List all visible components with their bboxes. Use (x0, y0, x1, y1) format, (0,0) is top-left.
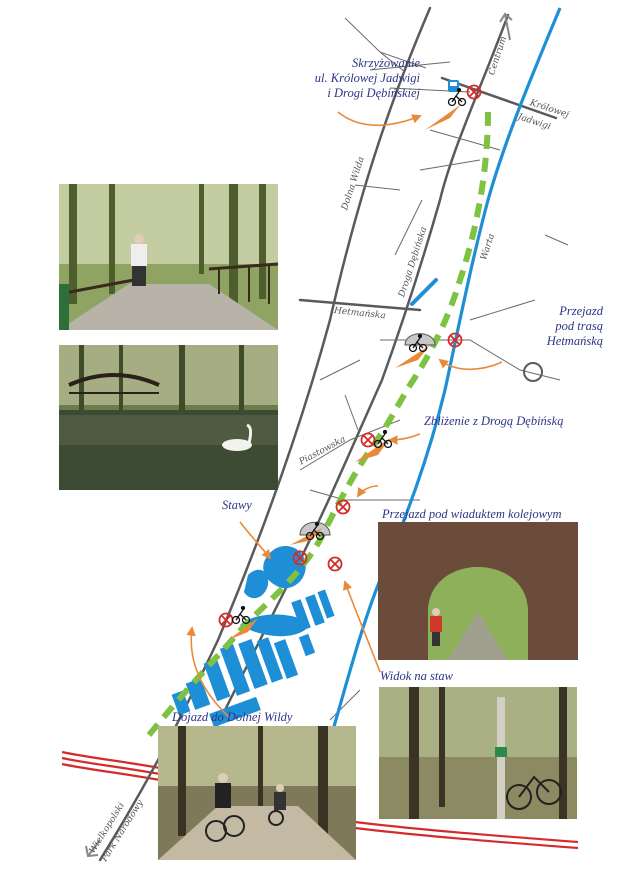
photo-pond-view-bikes (379, 687, 577, 819)
annotation-line: Hetmańską (546, 334, 603, 348)
no-cycling-icon (218, 84, 482, 628)
bus-stop-icon (448, 80, 459, 92)
annotation-ponds: Stawy (222, 498, 252, 512)
photo-forest-path-cyclists (158, 726, 356, 860)
annotation-rail-viaduct: Przejazd pod wiaduktem kolejowym (382, 507, 562, 521)
annotation-access-dolna-wilda: Dojazd do Dolnej Wildy (172, 710, 293, 724)
swan-figure (222, 423, 253, 451)
warta-river (328, 7, 562, 741)
railway-line (61, 750, 579, 850)
annotation-line: pod trasą (555, 319, 603, 333)
pond-stream (410, 278, 438, 306)
bike-route (142, 111, 491, 742)
annotation-underpass-hetmanska: Przejazd pod trasą Hetmańską (503, 304, 603, 349)
ponds-area (171, 545, 335, 728)
annotation-crossing: Skrzyżowanie ul. Królowej Jadwigi i Drog… (250, 56, 420, 101)
cyclist-figure (205, 773, 245, 842)
direction-end-arrow (85, 12, 513, 858)
pointer-arrow (186, 111, 503, 719)
photo-bridge-cyclist (59, 184, 278, 330)
annotation-line: Przejazd (559, 304, 603, 318)
photo-rail-viaduct (378, 522, 578, 660)
annotation-pond-view: Widok na staw (380, 669, 453, 683)
annotation-line: i Drogi Dębińskiej (327, 86, 420, 100)
cyclist-figure (430, 608, 442, 646)
cyclist-icon (231, 87, 467, 625)
cyclist-figure (131, 234, 147, 286)
underpass-marker (299, 333, 436, 536)
annotation-approach: Zbliżenie z Drogą Dębińską (424, 414, 564, 428)
annotation-line: ul. Królowej Jadwigi (314, 71, 420, 85)
bicycle-figure (506, 775, 562, 810)
roundabout (523, 362, 543, 382)
annotation-line: Skrzyżowanie (351, 56, 420, 70)
photo-swan-pond (59, 345, 278, 490)
cyclist-figure (268, 784, 286, 826)
